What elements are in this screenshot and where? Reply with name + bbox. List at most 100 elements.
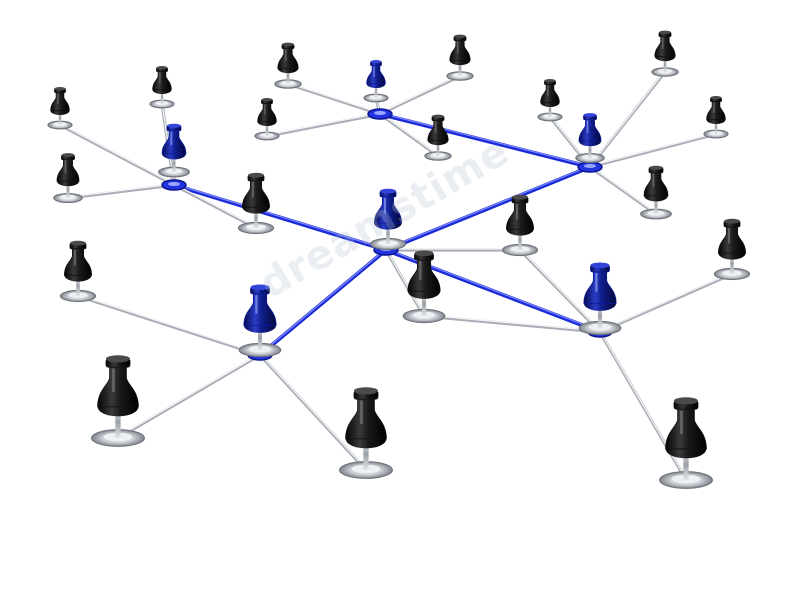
pin-body (540, 83, 560, 104)
steel-link (378, 74, 462, 116)
steel-link (588, 70, 667, 169)
pin-shine (57, 93, 59, 105)
pin-body (243, 292, 277, 326)
pin-needle (58, 110, 62, 125)
pin-body (717, 225, 747, 254)
link-highlight (423, 314, 601, 332)
pin-needle (458, 60, 462, 76)
link-highlight (173, 183, 257, 228)
pin-cap-top (261, 98, 273, 102)
pin-needle (518, 229, 522, 250)
link-highlight (379, 112, 439, 156)
pin-needle (730, 253, 734, 274)
steel-link (588, 165, 658, 216)
link-highlight (77, 294, 261, 355)
pin-body (277, 47, 299, 69)
link-highlight (379, 74, 461, 114)
steel-link (258, 353, 368, 472)
pin-cap-top (414, 250, 434, 257)
pin-shine (586, 120, 589, 134)
pin-needle (663, 56, 667, 72)
pin-body (152, 70, 172, 91)
pin-shine (662, 37, 664, 50)
dark-pushpin (53, 153, 83, 204)
blue-pushpin (158, 123, 190, 178)
pin-body (578, 118, 602, 142)
steel-link (588, 132, 718, 169)
dark-pushpin (537, 79, 563, 122)
pin-cap-top (61, 153, 75, 158)
steel-link (378, 112, 440, 158)
pin-cap-top (710, 96, 722, 100)
link-highlight (385, 165, 591, 250)
pin-shine (713, 102, 715, 114)
pin-shine (547, 85, 549, 97)
dark-pushpin (446, 34, 474, 81)
pin-body (665, 407, 707, 450)
hub-highlight (584, 164, 596, 168)
pin-body (505, 201, 535, 230)
blue-pushpin (578, 262, 622, 336)
blue-pushpin (363, 60, 389, 103)
dark-pushpin (59, 240, 97, 303)
pin-shine (285, 49, 287, 62)
link-highlight (599, 272, 733, 332)
pin-body (50, 91, 70, 112)
pin-needle (654, 195, 658, 214)
pin-needle (254, 207, 258, 228)
link-highlight (385, 248, 425, 316)
link-highlight (589, 70, 666, 167)
pin-shine (159, 72, 161, 84)
dark-pushpin (402, 250, 446, 324)
pin-shine (595, 272, 598, 292)
blue-link (258, 248, 388, 357)
steel-link (286, 82, 382, 116)
dark-pushpin (274, 42, 302, 89)
hub-highlight (168, 182, 180, 186)
link-highlight (117, 353, 261, 438)
pin-needle (714, 119, 718, 134)
pin-cap-top (583, 113, 597, 118)
pin-shine (360, 400, 363, 425)
pin-shine (652, 173, 655, 188)
pin-shine (170, 131, 173, 146)
pin-shine (435, 121, 437, 134)
pin-shine (64, 160, 67, 174)
steel-link (172, 183, 258, 230)
pin-needle (160, 89, 164, 104)
blue-link (378, 112, 592, 169)
steel-link (58, 123, 176, 187)
pin-shine (373, 66, 375, 78)
pin-needle (588, 141, 592, 158)
pin-needle (597, 303, 603, 328)
steel-link (76, 294, 262, 357)
link-highlight (266, 112, 381, 136)
steel-link (265, 112, 382, 138)
link-highlight (379, 112, 591, 167)
pin-shine (264, 104, 266, 116)
pin-cap-top (54, 87, 66, 91)
pin-needle (115, 406, 121, 438)
pin-cap-top (282, 42, 294, 47)
dark-pushpin (501, 194, 539, 257)
dark-pushpin (339, 387, 393, 479)
pin-body (97, 365, 139, 408)
pin-needle (363, 438, 369, 470)
pin-body (257, 102, 277, 123)
pin-needle (66, 181, 70, 198)
pin-cap-top (354, 387, 378, 395)
pin-cap-top (432, 114, 444, 119)
pin-needle (421, 291, 427, 316)
pin-body (407, 258, 441, 292)
pin-cap-top (248, 172, 264, 178)
link-highlight (67, 183, 175, 198)
dark-pushpin (659, 397, 713, 489)
link-highlight (59, 123, 175, 185)
link-highlight (287, 82, 381, 114)
dark-pushpin (91, 355, 145, 447)
dark-pushpin (254, 98, 280, 141)
pin-needle (374, 83, 378, 98)
pin-shine (680, 410, 683, 435)
link-highlight (589, 132, 717, 167)
